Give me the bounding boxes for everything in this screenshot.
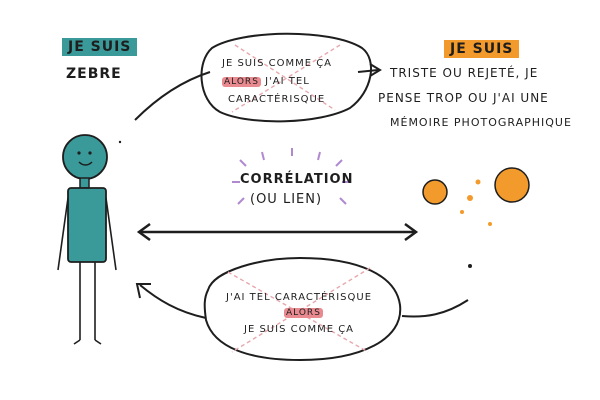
correlation-arrow-right-head	[404, 222, 419, 242]
bottom-bubble-line2: ALORS	[284, 308, 323, 318]
correlation-sparks	[232, 148, 350, 205]
top-bubble-outline	[200, 32, 372, 123]
bottom-right-curve	[401, 299, 469, 318]
left-zebre-label: ZEBRE	[66, 66, 122, 82]
right-je-suis-badge: JE SUIS	[444, 40, 520, 58]
bottom-bubble-outline	[203, 256, 402, 362]
top-right-arrow	[357, 69, 379, 73]
top-bubble-line1: JE SUIS COMME ÇA	[222, 58, 333, 69]
top-bubble-line2: ALORS J'AI TEL	[222, 76, 310, 87]
person-figure	[57, 134, 117, 345]
bottom-left-curve	[139, 284, 207, 319]
correlation-arrow-left-head	[136, 222, 151, 242]
right-text-line2: PENSE TROP OU J'AI UNE	[378, 91, 549, 105]
top-right-arrowhead	[369, 63, 382, 77]
bottom-bubble-line1: J'AI TEL CARACTÉRISQUE	[226, 292, 373, 303]
right-text-line3: MÉMOIRE PHOTOGRAPHIQUE	[390, 116, 572, 129]
correlation-subtitle: (OU LIEN)	[250, 192, 323, 207]
right-text-line1: TRISTE OU REJETÉ, JE	[390, 66, 539, 80]
top-bubble-line3: CARACTÉRISQUE	[228, 94, 326, 105]
orange-blobs	[118, 140, 530, 268]
bottom-left-arrowhead	[135, 283, 151, 299]
bottom-bubble-line3: JE SUIS COMME ÇA	[244, 324, 355, 335]
correlation-title: CORRÉLATION	[240, 172, 354, 187]
bottom-bubble-alors-mark: ALORS	[284, 308, 323, 318]
top-bubble-cross	[231, 44, 341, 113]
top-bubble-alors-mark: ALORS	[222, 77, 261, 87]
top-bubble-line2-rest: J'AI TEL	[265, 76, 310, 87]
top-left-curve	[134, 71, 211, 121]
left-je-suis-badge: JE SUIS	[62, 38, 138, 56]
